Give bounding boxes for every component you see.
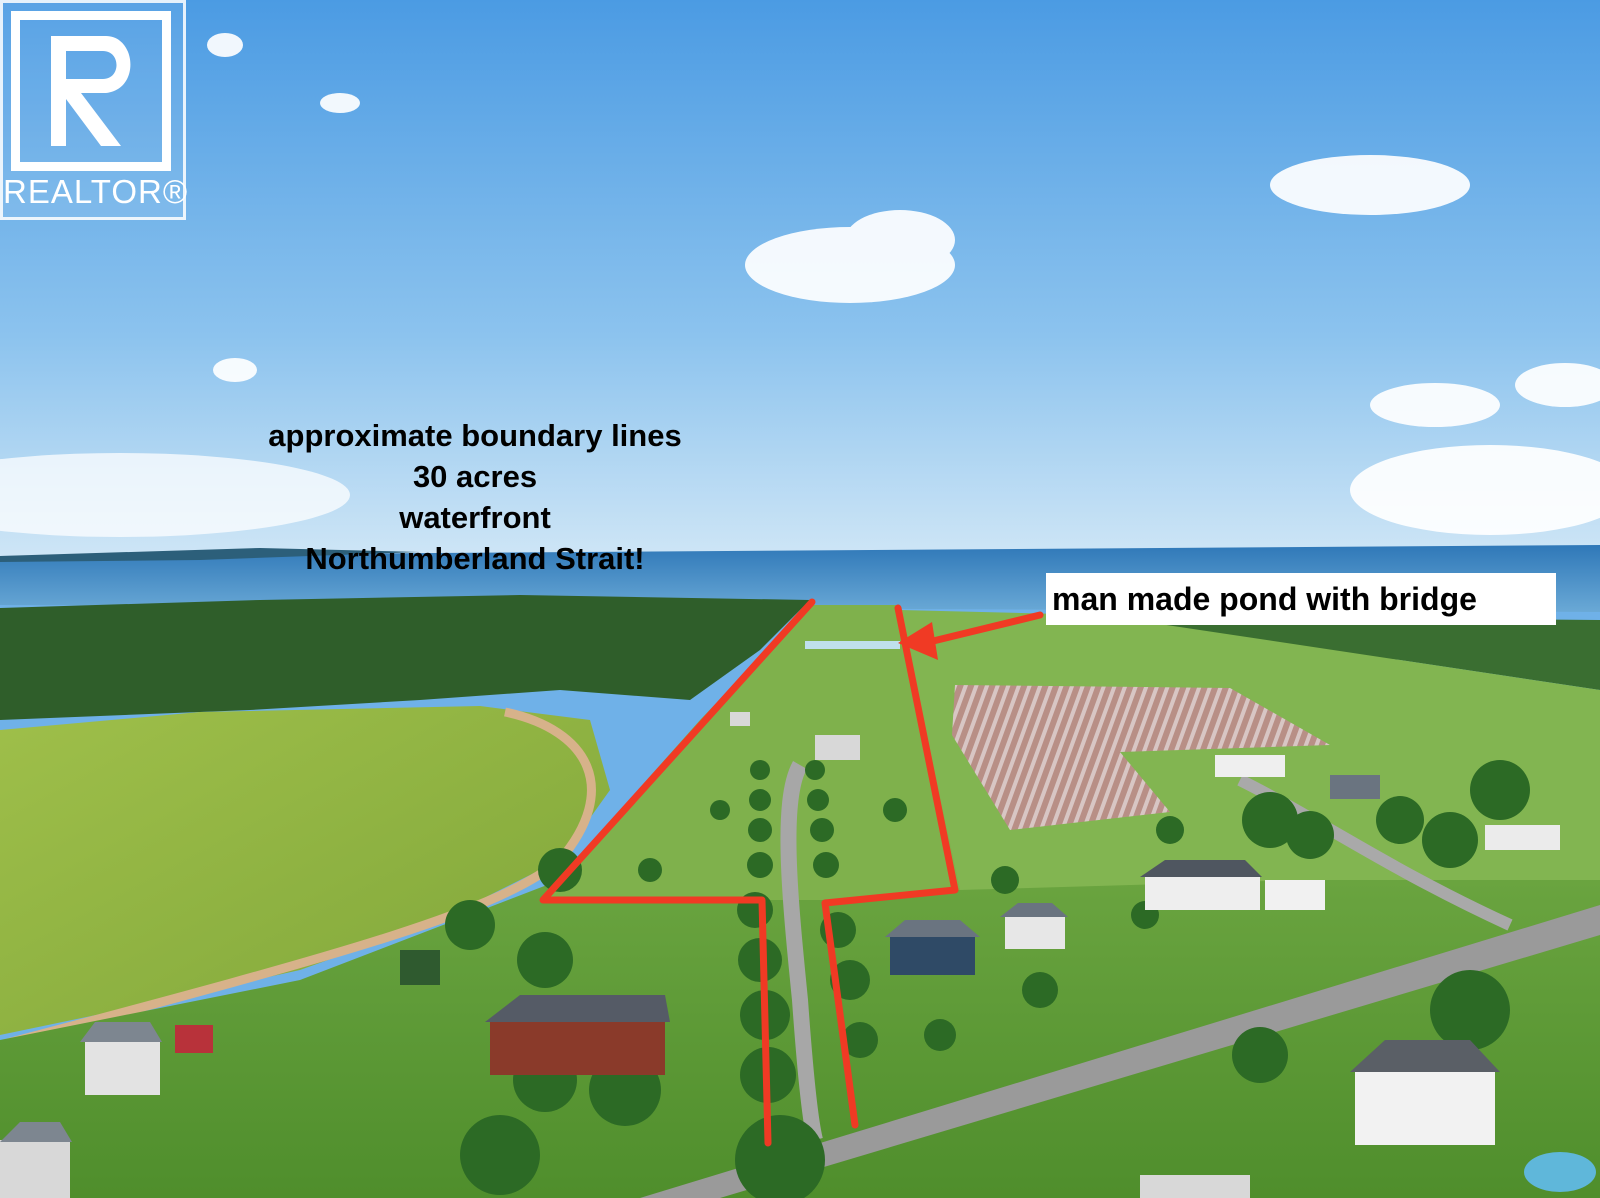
realtor-r-icon xyxy=(11,11,171,171)
tree-rows xyxy=(445,760,1530,1198)
clouds xyxy=(0,33,1600,537)
boundary-lines xyxy=(539,598,1044,1147)
pool xyxy=(1524,1152,1596,1192)
main-road xyxy=(640,905,1600,1198)
houses xyxy=(0,712,1560,1198)
forest-left xyxy=(0,595,810,720)
boundary-line-2: 30 acres xyxy=(412,459,538,494)
far-shore xyxy=(0,548,420,562)
pond-label: man made pond with bridge xyxy=(1046,573,1556,625)
arrow-head xyxy=(898,622,938,660)
crop-field xyxy=(0,706,610,1035)
driveway xyxy=(780,761,823,1142)
boundary-description: approximate boundary lines 30 acres wate… xyxy=(205,415,745,579)
pond xyxy=(805,641,900,649)
realtor-logo-text: REALTOR® xyxy=(3,173,189,210)
property-lawn xyxy=(540,605,960,900)
dirt-road xyxy=(0,707,596,1050)
boundary-line-3: waterfront xyxy=(399,500,551,535)
boundary-line-4: Northumberland Strait! xyxy=(305,541,645,576)
realtor-logo: REALTOR® xyxy=(0,0,189,220)
plowed-field xyxy=(952,685,1330,830)
boundary-line-1: approximate boundary lines xyxy=(268,418,682,453)
